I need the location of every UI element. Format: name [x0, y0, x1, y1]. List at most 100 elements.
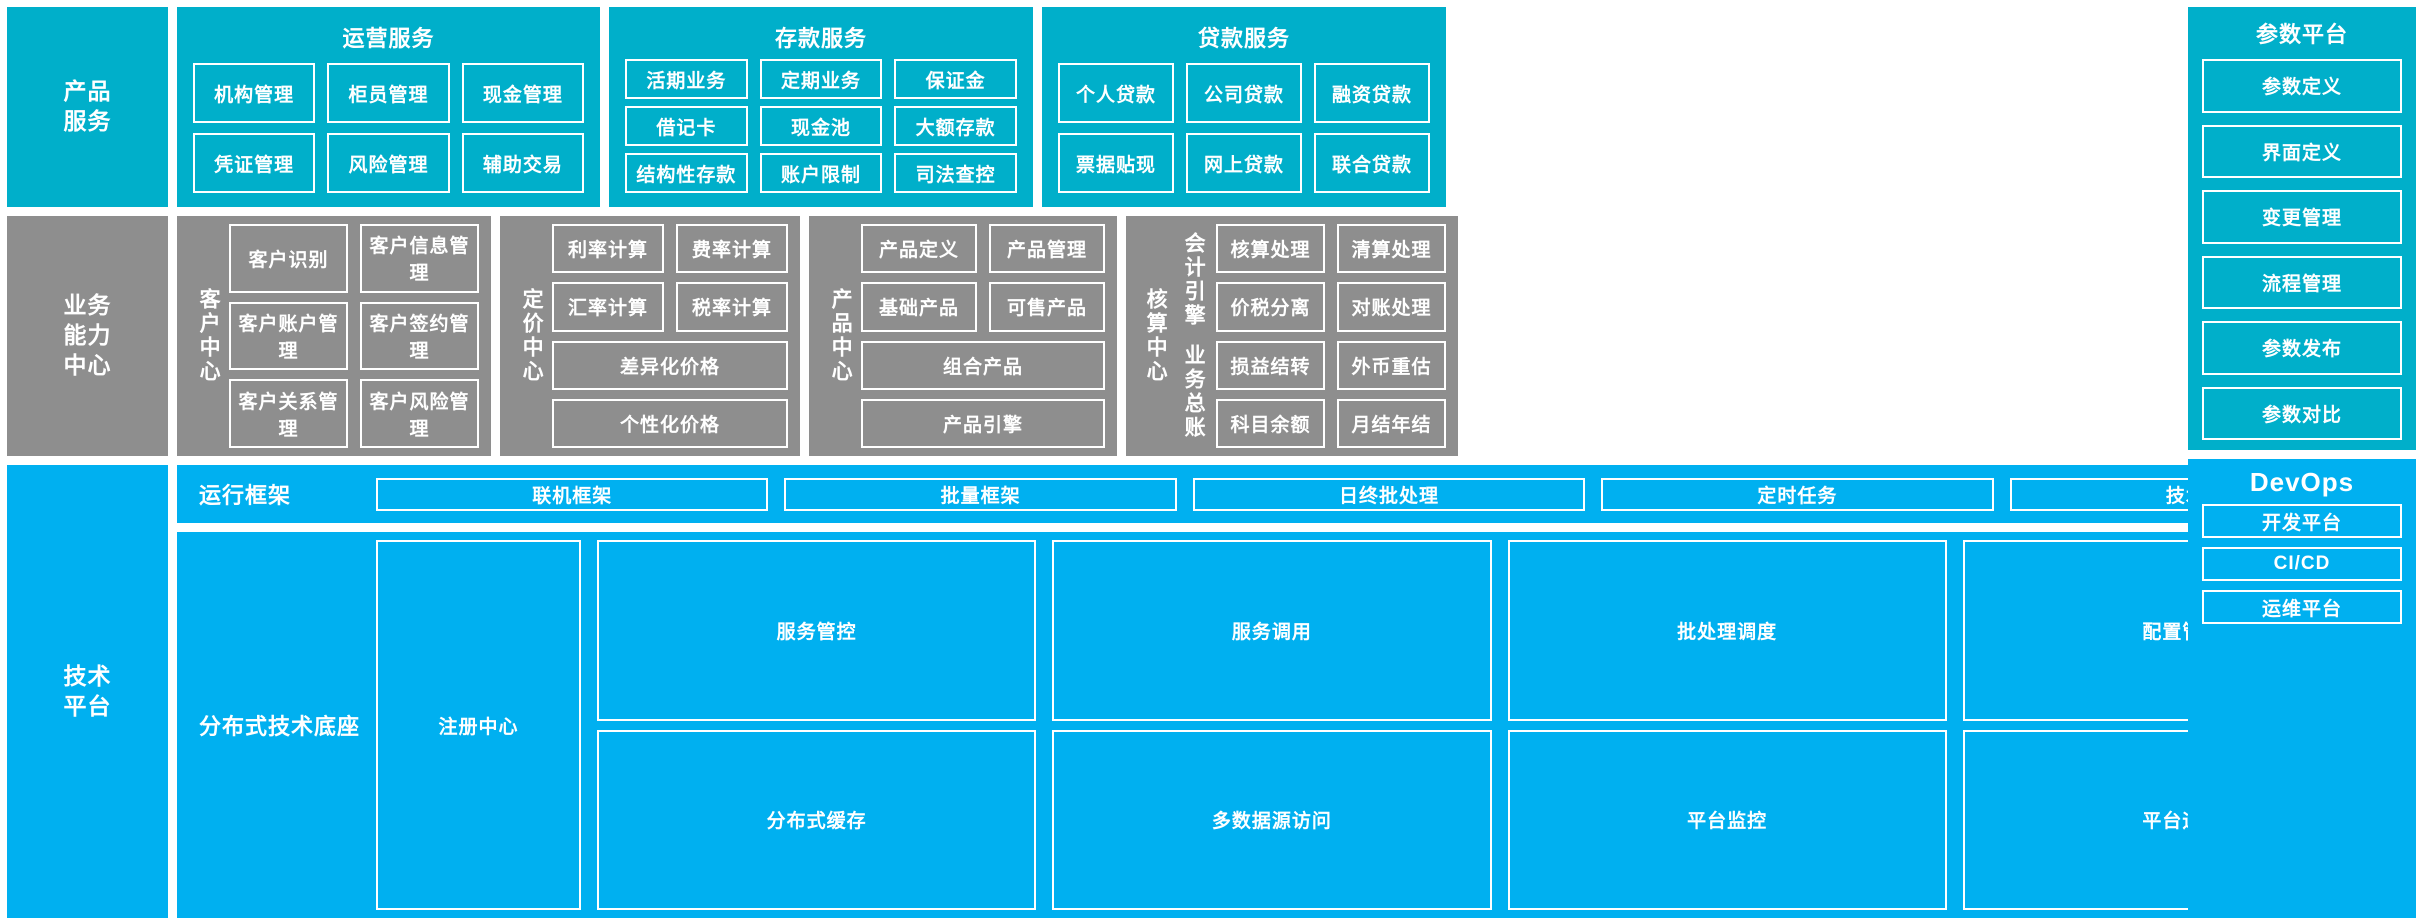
- parameter-item[interactable]: 参数定义: [2202, 59, 2402, 113]
- group-operations-service: 运营服务 机构管理 柜员管理 现金管理 凭证管理 风险管理 辅助交易: [177, 7, 600, 207]
- capability-cell[interactable]: 价税分离: [1216, 282, 1325, 332]
- group-title-operations: 运营服务: [342, 26, 435, 51]
- group-deposit-service: 存款服务 活期业务 定期业务 保证金 借记卡 现金池 大额存款 结构性存款 账户…: [609, 7, 1033, 207]
- cell-row: 汇率计算 税率计算: [552, 282, 788, 332]
- cell-row: 客户识别 客户信息管理: [229, 224, 479, 293]
- parameter-item[interactable]: 变更管理: [2202, 190, 2402, 244]
- spine-line-1: 技术: [63, 662, 112, 689]
- capability-cell[interactable]: 产品引擎: [861, 398, 1105, 448]
- service-cell[interactable]: 借记卡: [625, 106, 748, 146]
- parameter-item[interactable]: 参数发布: [2202, 321, 2402, 375]
- service-cell[interactable]: 结构性存款: [625, 153, 748, 193]
- parameter-item[interactable]: 流程管理: [2202, 255, 2402, 309]
- capability-cell[interactable]: 科目余额: [1216, 398, 1325, 448]
- tech-cell[interactable]: 联机框架: [376, 477, 769, 511]
- tech-cell[interactable]: 批处理调度: [1507, 540, 1947, 721]
- cell-row: 票据贴现 网上贷款 联合贷款: [1058, 133, 1430, 193]
- vertical-label-text: 会计引擎: [1182, 232, 1206, 328]
- service-cell[interactable]: 大额存款: [894, 106, 1018, 146]
- tech-cell-registry-center[interactable]: 注册中心: [376, 540, 581, 910]
- cell-row: 结构性存款 账户限制 司法查控: [625, 153, 1018, 193]
- capability-cell[interactable]: 客户信息管理: [360, 224, 479, 293]
- service-cell[interactable]: 凭证管理: [193, 133, 316, 193]
- service-cell[interactable]: 定期业务: [759, 59, 883, 99]
- service-cell[interactable]: 个人贷款: [1058, 63, 1174, 123]
- service-cell[interactable]: 司法查控: [894, 153, 1018, 193]
- service-cell[interactable]: 现金池: [759, 106, 883, 146]
- tech-cell[interactable]: 多数据源访问: [1052, 729, 1492, 910]
- center-label-product: 产品中心: [819, 224, 861, 448]
- service-cell[interactable]: 网上贷款: [1186, 133, 1302, 193]
- group-title-deposit: 存款服务: [774, 26, 867, 51]
- capability-cell[interactable]: 对账处理: [1337, 282, 1446, 332]
- cell-row: 核算处理 清算处理: [1216, 224, 1446, 274]
- band-label-runtime-framework: 运行框架: [199, 483, 292, 508]
- service-cell[interactable]: 票据贴现: [1058, 133, 1174, 193]
- capability-cell[interactable]: 个性化价格: [552, 398, 788, 448]
- capability-cell[interactable]: 客户风险管理: [360, 379, 479, 449]
- service-cell[interactable]: 联合贷款: [1314, 133, 1430, 193]
- cell-row: 个人贷款 公司贷款 融资贷款: [1058, 63, 1430, 123]
- capability-cell[interactable]: 可售产品: [989, 282, 1105, 332]
- service-cell[interactable]: 账户限制: [759, 153, 883, 193]
- center-accounting: 核算中心 会计引擎 业务总账 核算处理 清算处理: [1126, 216, 1458, 456]
- service-cell[interactable]: 活期业务: [625, 59, 748, 99]
- cell-row: 机构管理 柜员管理 现金管理: [193, 63, 584, 123]
- subgroup-label-accounting-engine: 会计引擎: [1174, 224, 1212, 336]
- tech-platform-spine: 技术 平台: [7, 465, 168, 918]
- center-pricing: 定价中心 利率计算 费率计算 汇率计算 税率计算 差异化价格 个性化价格: [500, 216, 800, 456]
- service-cell[interactable]: 机构管理: [193, 63, 316, 123]
- cell-row: 损益结转 外币重估: [1216, 340, 1446, 390]
- capability-cell[interactable]: 核算处理: [1216, 224, 1325, 274]
- tech-cell[interactable]: 批量框架: [784, 477, 1177, 511]
- cell-row: 产品定义 产品管理: [861, 224, 1105, 274]
- business-capability-spine: 业务 能力 中心: [7, 216, 168, 456]
- capability-cell[interactable]: 利率计算: [552, 224, 664, 274]
- capability-cell[interactable]: 组合产品: [861, 340, 1105, 390]
- service-cell[interactable]: 公司贷款: [1186, 63, 1302, 123]
- parameter-item[interactable]: 参数对比: [2202, 386, 2402, 440]
- parameter-item[interactable]: 界面定义: [2202, 124, 2402, 178]
- tech-cell[interactable]: 服务调用: [1052, 540, 1492, 721]
- group-loan-service: 贷款服务 个人贷款 公司贷款 融资贷款 票据贴现 网上贷款 联合贷款: [1042, 7, 1446, 207]
- product-service-row: 产品 服务 运营服务 机构管理 柜员管理 现金管理 凭证管理 风险管理 辅助交易: [7, 7, 2416, 207]
- service-cell[interactable]: 辅助交易: [461, 133, 584, 193]
- devops-item[interactable]: CI/CD: [2202, 547, 2402, 581]
- capability-cell[interactable]: 差异化价格: [552, 340, 788, 390]
- capability-cell[interactable]: 产品定义: [861, 224, 977, 274]
- vertical-label-text: 产品中心: [829, 288, 853, 384]
- capability-cell[interactable]: 客户账户管理: [229, 301, 348, 371]
- tech-cell[interactable]: 服务管控: [597, 540, 1037, 721]
- capability-cell[interactable]: 外币重估: [1337, 340, 1446, 390]
- capability-cell[interactable]: 损益结转: [1216, 340, 1325, 390]
- devops-item[interactable]: 运维平台: [2202, 590, 2402, 624]
- band-runtime-framework: 运行框架 联机框架 批量框架 日终批处理 定时任务 技术组件: [177, 465, 2416, 523]
- capability-cell[interactable]: 月结年结: [1337, 398, 1446, 448]
- capability-cell[interactable]: 客户识别: [229, 224, 348, 293]
- service-cell[interactable]: 保证金: [894, 59, 1018, 99]
- service-cell[interactable]: 柜员管理: [327, 63, 450, 123]
- capability-cell[interactable]: 费率计算: [676, 224, 788, 274]
- tech-platform-row: 技术 平台 运行框架 联机框架 批量框架 日终批处理 定时任务 技术组件 分布式…: [7, 465, 2416, 918]
- center-customer: 客户中心 客户识别 客户信息管理 客户账户管理 客户签约管理 客户关系管理 客户…: [177, 216, 491, 456]
- service-cell[interactable]: 风险管理: [327, 133, 450, 193]
- spine-line-3: 中心: [63, 351, 112, 378]
- tech-cell[interactable]: 日终批处理: [1192, 477, 1586, 511]
- capability-cell[interactable]: 税率计算: [676, 282, 788, 332]
- product-service-spine: 产品 服务: [7, 7, 168, 207]
- devops-item[interactable]: 开发平台: [2202, 504, 2402, 538]
- capability-cell[interactable]: 汇率计算: [552, 282, 664, 332]
- cell-row: 差异化价格: [552, 340, 788, 390]
- capability-cell[interactable]: 客户关系管理: [229, 379, 348, 449]
- tech-cell[interactable]: 平台监控: [1507, 729, 1947, 910]
- capability-cell[interactable]: 客户签约管理: [360, 301, 479, 371]
- center-label-accounting: 核算中心: [1136, 224, 1174, 448]
- capability-cell[interactable]: 清算处理: [1337, 224, 1446, 274]
- tech-cell[interactable]: 定时任务: [1601, 477, 1994, 511]
- service-cell[interactable]: 融资贷款: [1314, 63, 1430, 123]
- capability-cell[interactable]: 产品管理: [989, 224, 1105, 274]
- tech-cell[interactable]: 分布式缓存: [597, 729, 1037, 910]
- service-cell[interactable]: 现金管理: [461, 63, 584, 123]
- capability-cell[interactable]: 基础产品: [861, 282, 977, 332]
